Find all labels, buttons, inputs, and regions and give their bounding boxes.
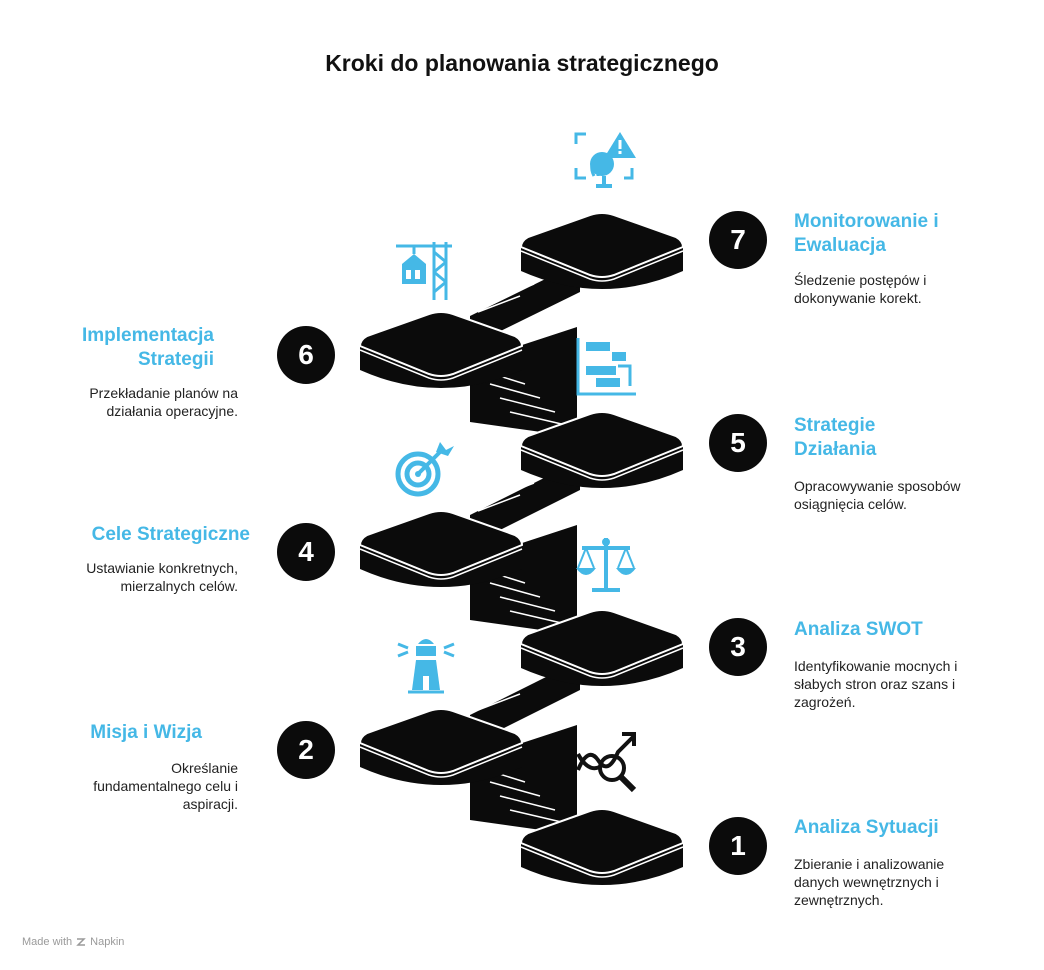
footer-brand: Napkin (90, 936, 125, 948)
page-title: Kroki do planowania strategicznego (325, 50, 719, 76)
gantt-chart-icon (576, 338, 636, 396)
step-4-number: 4 (277, 523, 335, 581)
step-3-title: Analiza SWOT (794, 619, 923, 640)
footer-made-with: Made with (22, 936, 73, 948)
step-3-desc: Identyfikowanie mocnych i słabych stron … (794, 658, 958, 710)
step-5-title: Strategie Działania (794, 415, 877, 460)
step-1-number: 1 (709, 817, 767, 875)
step-6-title: Implementacja Strategii (82, 325, 214, 370)
step-6-number: 6 (277, 326, 335, 384)
target-icon (395, 442, 454, 497)
lighthouse-icon (397, 639, 455, 694)
step-5-desc: Opracowywanie sposobów osiągnięcia celów… (794, 478, 961, 512)
balance-scale-icon (576, 538, 636, 592)
step-2-title: Misja i Wizja (90, 722, 202, 743)
step-7-number: 7 (709, 211, 767, 269)
platform-7 (520, 212, 684, 290)
step-1-title: Analiza Sytuacji (794, 817, 939, 838)
napkin-logo-icon (76, 938, 86, 946)
step-4-title: Cele Strategiczne (91, 524, 250, 545)
step-4-desc: Ustawianie konkretnych, mierzalnych celó… (86, 560, 238, 594)
step-3-number: 3 (709, 618, 767, 676)
step-1-desc: Zbieranie i analizowanie danych wewnętrz… (794, 856, 945, 908)
monitoring-icon (574, 132, 636, 188)
step-7-title: Monitorowanie i Ewaluacja (794, 211, 939, 256)
chart-magnifier-icon (576, 732, 637, 793)
crane-icon (396, 242, 452, 300)
step-7-desc: Śledzenie postępów i dokonywanie korekt. (794, 272, 927, 306)
step-2-number: 2 (277, 721, 335, 779)
step-2-desc: Określanie fundamentalnego celu i aspira… (93, 760, 238, 812)
footer-attribution: Made with Napkin (22, 936, 124, 948)
step-5-number: 5 (709, 414, 767, 472)
step-6-desc: Przekładanie planów na działania operacy… (89, 385, 238, 419)
